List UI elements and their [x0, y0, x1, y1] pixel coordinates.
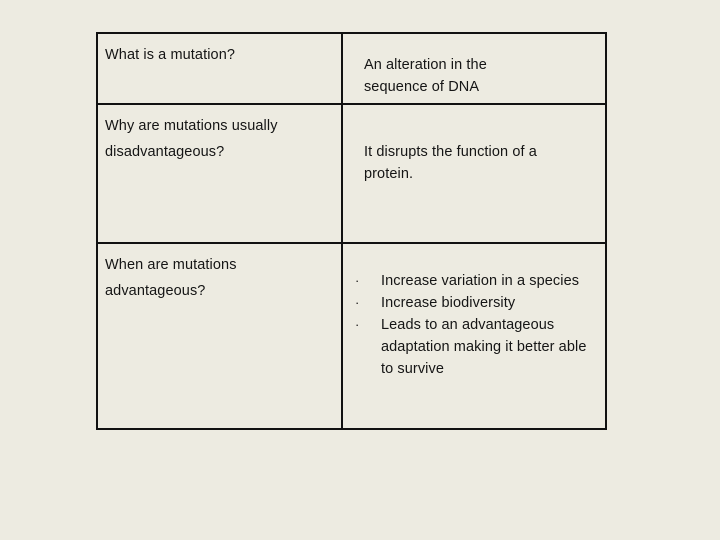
answer-text-2: It disrupts the function of a protein.: [343, 105, 605, 185]
list-item: · Increase variation in a species: [351, 270, 597, 292]
list-item-label: Increase biodiversity: [380, 295, 516, 312]
answer-cell-2: It disrupts the function of a protein.: [340, 102, 608, 245]
question-cell-1: What is a mutation?: [96, 32, 343, 105]
question-text-2: Why are mutations usually disadvantageou…: [98, 105, 341, 165]
question-cell-3: When are mutations advantageous?: [96, 242, 343, 430]
question-text-1: What is a mutation?: [98, 34, 341, 68]
question-line: What is a mutation?: [105, 47, 236, 63]
bullet-dot-icon: ·: [354, 273, 360, 289]
table-row: What is a mutation? An alteration in the…: [96, 32, 608, 105]
question-line: disadvantageous?: [105, 143, 225, 160]
answer-line: It disrupts the function of a: [363, 143, 537, 160]
answer-text-3: · Increase variation in a species · Incr…: [343, 244, 605, 380]
bullet-dot-icon: ·: [354, 317, 360, 333]
answer-line: sequence of DNA: [363, 79, 480, 95]
table-row: Why are mutations usually disadvantageou…: [96, 102, 608, 245]
answer-bullet-list: · Increase variation in a species · Incr…: [351, 270, 597, 380]
list-item: · Increase biodiversity: [351, 292, 597, 314]
answer-cell-3: · Increase variation in a species · Incr…: [340, 242, 608, 430]
question-cell-2: Why are mutations usually disadvantageou…: [96, 102, 343, 245]
answer-cell-1: An alteration in the sequence of DNA: [340, 32, 608, 105]
answer-text-1: An alteration in the sequence of DNA: [343, 34, 605, 98]
table-row: When are mutations advantageous? · Incre…: [96, 242, 608, 430]
answer-line: protein.: [363, 165, 414, 182]
question-line: advantageous?: [105, 283, 206, 300]
list-item-label: Increase variation in a species: [380, 273, 580, 290]
question-text-3: When are mutations advantageous?: [98, 244, 341, 304]
list-item: · Leads to an advantageous adaptation ma…: [351, 314, 597, 380]
question-line: Why are mutations usually: [105, 117, 278, 134]
list-item-label: Leads to an advantageous adaptation maki…: [380, 317, 587, 378]
question-line: When are mutations: [105, 257, 237, 274]
answer-line: An alteration in the: [363, 57, 487, 73]
bullet-dot-icon: ·: [354, 295, 360, 311]
question-answer-table: What is a mutation? An alteration in the…: [96, 32, 608, 430]
